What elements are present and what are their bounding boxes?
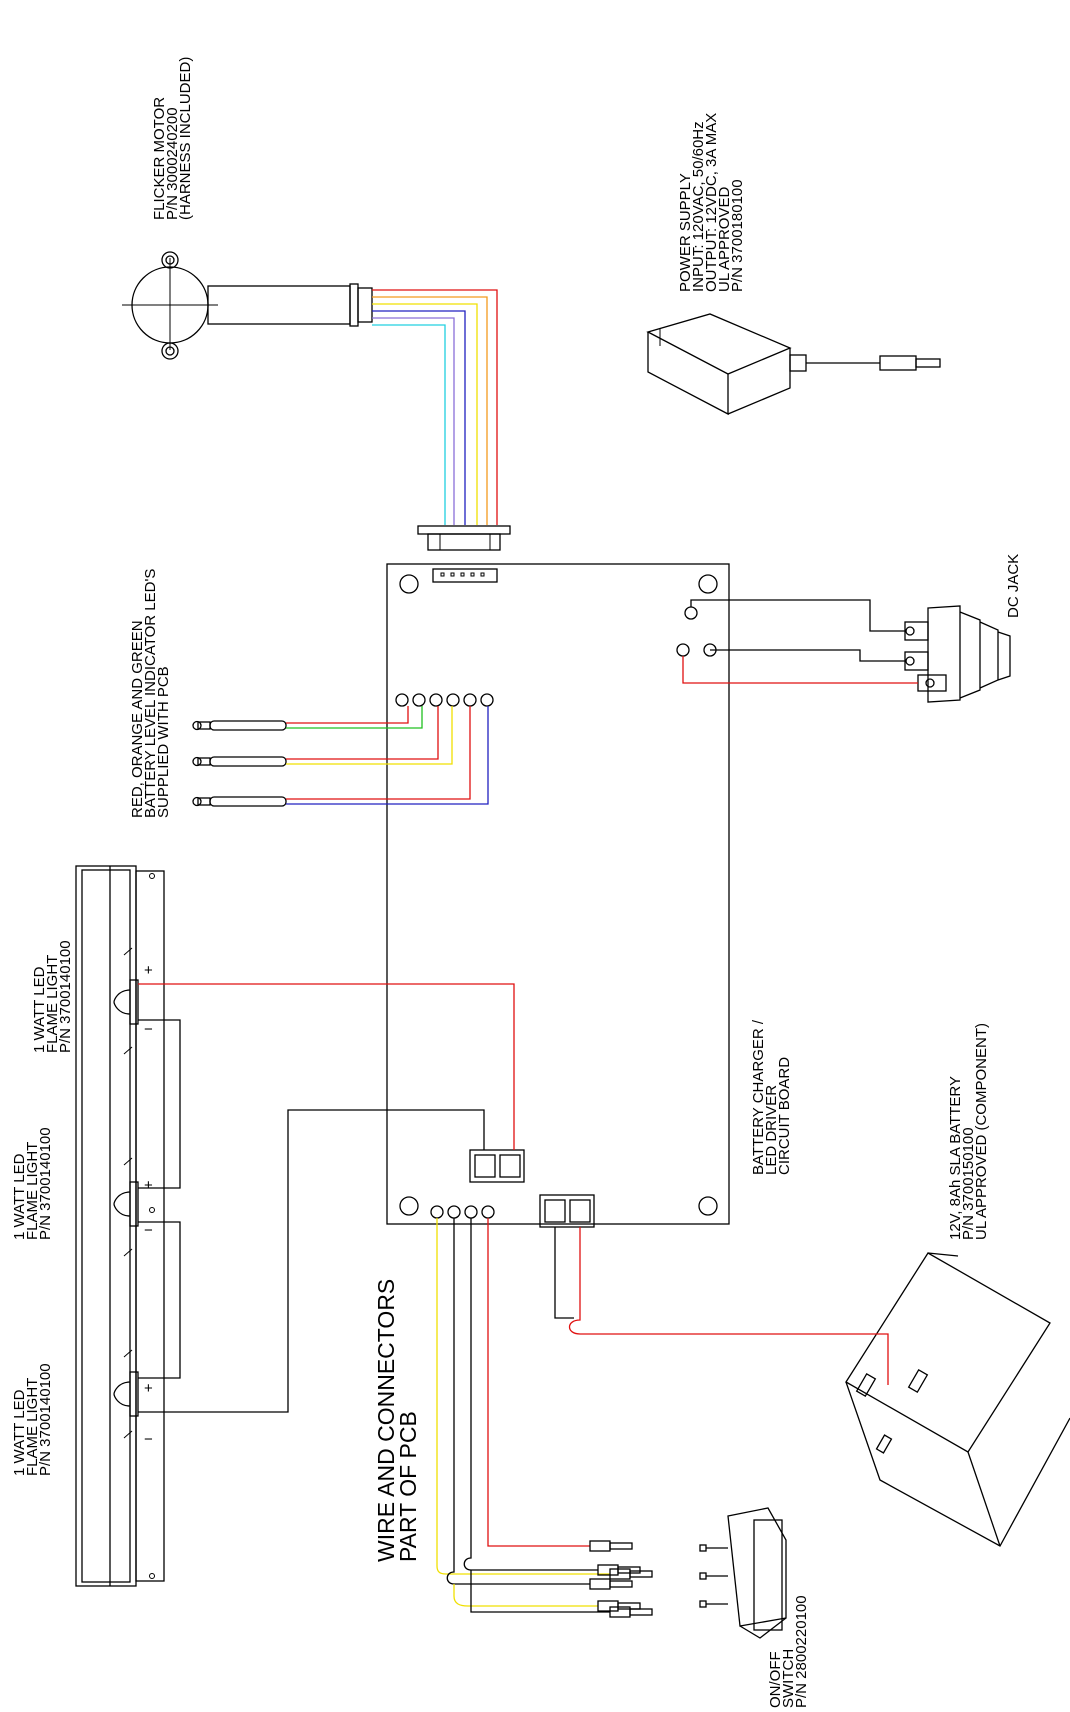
flame-light-2: + − [113,1157,153,1257]
flicker-motor-line-3: (HARNESS INCLUDED) [177,57,194,220]
motor-harness-wires [372,289,498,525]
battery-line-2: P/N 3700150100 [960,1127,977,1240]
indicator-leds-line-2: BATTERY LEVEL INDICATOR LED'S [142,569,159,818]
flame-light-feed-wires [138,983,515,1413]
indicator-led-wires [286,706,489,805]
switch-wires [436,1218,610,1613]
switch-line-3: P/N 2800220100 [793,1595,810,1708]
on-off-switch [699,1507,787,1639]
led-light-3-line-1: 1 WATT LED [11,1389,28,1476]
switch-line-1: ON/OFF [767,1651,784,1708]
power-supply-line-4: UL APPROVED [716,187,733,292]
light-3-plus: + [144,1380,153,1397]
led-light-2-label: 1 WATT LED FLAME LIGHT P/N 3700140100 [11,1127,54,1240]
led-light-2-line-1: 1 WATT LED [11,1153,28,1240]
flicker-motor-line-1: FLICKER MOTOR [151,97,168,220]
circuit-board-label: BATTERY CHARGER / LED DRIVER CIRCUIT BOA… [750,1019,793,1175]
circuit-board-line-3: CIRCUIT BOARD [776,1057,793,1175]
light-3-minus: − [144,1431,153,1448]
dc-jack [904,605,1011,703]
indicator-leds-line-3: SUPPLIED WITH PCB [155,666,172,818]
switch-label: ON/OFF SWITCH P/N 2800220100 [767,1595,810,1708]
power-supply-label: POWER SUPPLY INPUT: 120VAC, 50/60Hz OUTP… [677,113,746,292]
light-1-plus: + [144,962,153,979]
battery [845,1252,1070,1547]
flicker-motor [122,251,373,360]
led-light-3-label: 1 WATT LED FLAME LIGHT P/N 3700140100 [11,1363,54,1476]
circuit-board-line-1: BATTERY CHARGER / [750,1019,767,1175]
indicator-leds-line-1: RED, ORANGE AND GREEN [129,620,146,818]
spade-terminals [589,1540,653,1618]
flame-light-1: + − [113,947,153,1055]
switch-line-2: SWITCH [780,1649,797,1708]
led-light-2-line-3: P/N 3700140100 [37,1127,54,1240]
power-supply-line-1: POWER SUPPLY [677,173,694,292]
battery-line-3: UL APPROVED (COMPONENT) [973,1023,990,1240]
indicator-leds [192,720,287,807]
wire-connectors-label: WIRE AND CONNECTORS PART OF PCB [373,1279,421,1562]
flame-light-3: + − [113,1349,153,1448]
flame-light-jumpers [138,1019,181,1379]
led-light-1-line-1: 1 WATT LED [31,966,48,1053]
circuit-board [386,563,730,1228]
circuit-board-line-2: LED DRIVER [763,1085,780,1175]
led-light-1-label: 1 WATT LED FLAME LIGHT P/N 3700140100 [31,940,74,1053]
power-supply [646,313,941,416]
battery-wires [554,1227,889,1385]
light-2-minus: − [144,1222,153,1239]
power-supply-line-5: P/N 3700180100 [729,179,746,292]
wire-connectors-line-2: PART OF PCB [395,1411,421,1562]
flicker-motor-label: FLICKER MOTOR P/N 3000240200 (HARNESS IN… [151,57,194,220]
flicker-motor-line-2: P/N 3000240200 [164,107,181,220]
power-supply-line-2: INPUT: 120VAC, 50/60Hz [690,121,707,292]
light-1-minus: − [144,1021,153,1038]
led-light-3-line-2: FLAME LIGHT [24,1378,41,1476]
battery-label: 12V, 8Ah SLA BATTERY P/N 3700150100 UL A… [947,1023,990,1240]
led-light-3-line-3: P/N 3700140100 [37,1363,54,1476]
led-light-1-line-3: P/N 3700140100 [57,940,74,1053]
dc-jack-label: DC JACK [1005,554,1022,618]
indicator-leds-label: RED, ORANGE AND GREEN BATTERY LEVEL INDI… [129,569,172,818]
dc-jack-line-1: DC JACK [1005,554,1022,618]
dc-jack-wires [682,599,918,684]
power-supply-line-3: OUTPUT: 12VDC, 3A MAX [703,113,720,292]
led-light-2-line-2: FLAME LIGHT [24,1142,41,1240]
motor-harness-plug [417,525,511,551]
light-2-plus: + [144,1177,153,1194]
battery-line-1: 12V, 8Ah SLA BATTERY [947,1076,964,1240]
wire-connectors-line-1: WIRE AND CONNECTORS [373,1279,399,1562]
led-light-1-line-2: FLAME LIGHT [44,955,61,1053]
